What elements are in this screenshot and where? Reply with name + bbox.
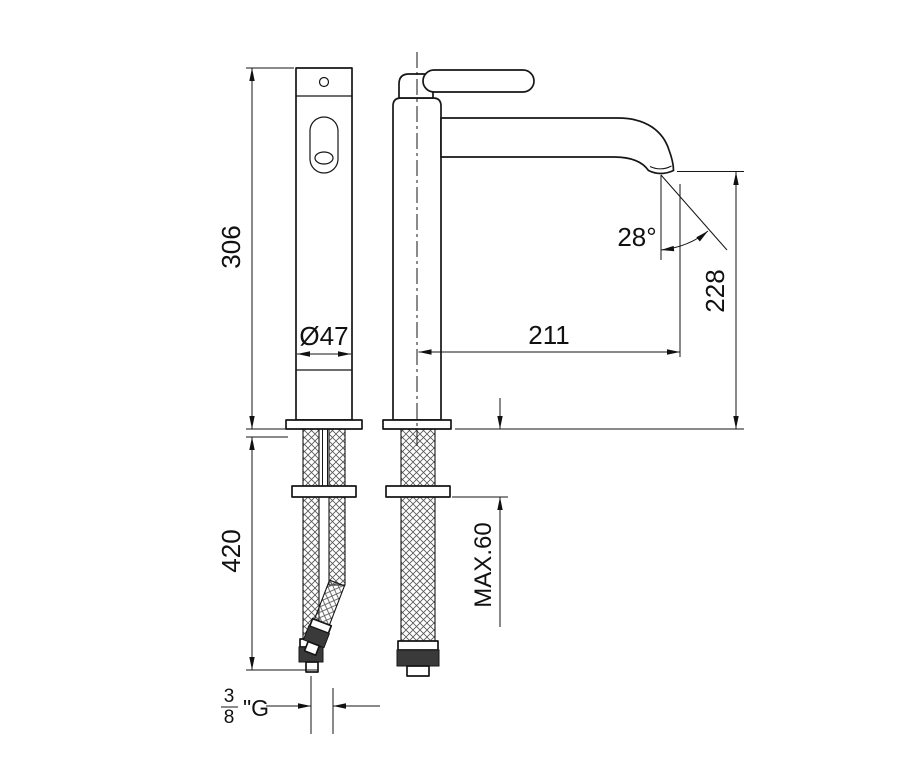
aerator-line <box>649 165 672 170</box>
handle-lever <box>422 69 535 93</box>
dimension-body-height: 306 <box>216 67 294 430</box>
dim-dia47-label: Ø47 <box>299 321 348 351</box>
dimension-thread-size: 3 8 "G <box>221 676 380 734</box>
thread-numerator: 3 <box>224 686 235 707</box>
dimension-body-diameter: Ø47 <box>297 321 351 357</box>
dimension-stream-angle: 28° <box>617 174 728 260</box>
base-flange-rear <box>285 419 363 430</box>
dim-211-label: 211 <box>528 320 569 350</box>
dim-228-label: 228 <box>700 269 730 312</box>
faucet-body-rear <box>295 67 353 421</box>
dimension-under-counter: 420 <box>216 436 318 671</box>
rear-hardware <box>291 428 357 673</box>
side-view <box>382 52 675 677</box>
spout-slot <box>309 116 339 174</box>
dimension-max-counter: MAX.60 <box>452 398 508 627</box>
supply-hose-right <box>328 428 346 586</box>
supply-hose-left <box>302 428 320 640</box>
dim-306-label: 306 <box>216 225 246 268</box>
dimension-outlet-height: 228 <box>455 171 744 430</box>
mounting-bracket-side <box>385 485 451 498</box>
dimension-spout-reach: 211 <box>418 184 681 357</box>
set-screw-hole <box>318 76 330 88</box>
mounting-bracket-rear <box>291 485 357 498</box>
supply-hose-side <box>400 428 436 642</box>
dim-max60-label: MAX.60 <box>470 522 497 607</box>
thread-denominator: 8 <box>224 707 235 728</box>
rear-view <box>285 67 363 673</box>
side-hardware <box>385 428 451 677</box>
spout <box>440 117 675 175</box>
hose-fitting-side <box>396 640 440 677</box>
dim-420-label: 420 <box>216 529 246 572</box>
hose-fitting-right <box>302 579 346 657</box>
dim-28deg-label: 28° <box>617 222 656 252</box>
aerator-hole <box>314 151 334 165</box>
thread-suffix: "G <box>243 695 269 721</box>
